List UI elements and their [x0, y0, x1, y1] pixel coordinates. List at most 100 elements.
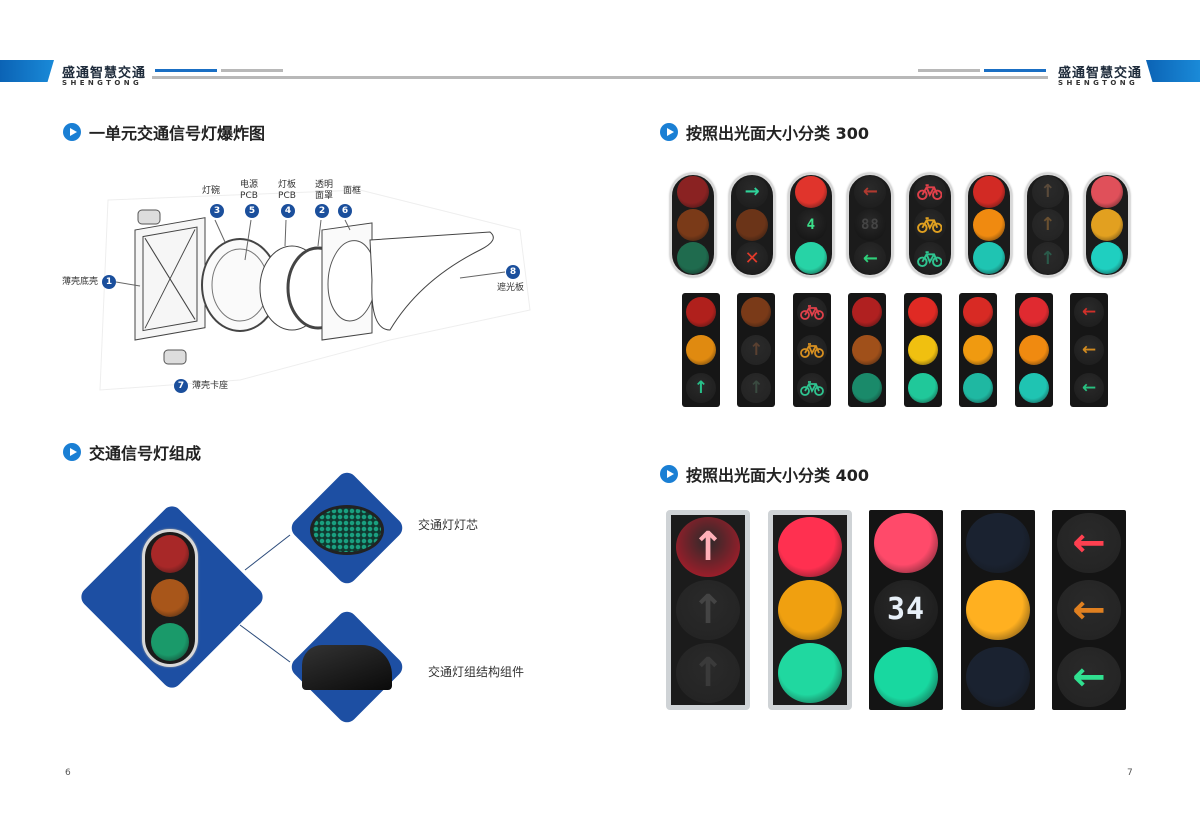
signal-lamp: [1018, 335, 1049, 365]
signal-lamp: [795, 242, 828, 275]
signal-lamp-symbol: ↑: [741, 335, 772, 365]
signal-lamp: [677, 175, 709, 208]
signal-lamp: [963, 335, 994, 365]
section-heading: 一单元交通信号灯爆炸图: [63, 120, 265, 144]
arrow-icon: ↑: [693, 378, 709, 398]
caption-structure: 交通灯组结构组件: [428, 665, 525, 679]
part-badge-4: 4: [281, 204, 295, 218]
signal-lamp: [1018, 297, 1049, 327]
signal-lamp-symbol: [796, 373, 827, 403]
arrow-icon: ↑: [749, 378, 764, 398]
signal-lamp: [151, 579, 189, 617]
signal-lamp: [972, 208, 1005, 241]
traffic-light: [965, 173, 1012, 277]
arrow-icon: ←: [1072, 586, 1106, 633]
arrow-icon: ↑: [1040, 247, 1056, 269]
signal-lamp-symbol: ↑: [686, 373, 716, 403]
signal-lamp-symbol: [796, 297, 827, 327]
part-label-3: 灯碗: [202, 186, 221, 196]
signal-lamp: [1090, 242, 1123, 275]
signal-lamp: [777, 516, 842, 577]
brand-logo-text: 盛通智慧交通: [1058, 66, 1143, 81]
signal-lamp-symbol: ↑: [741, 373, 772, 403]
signal-lamp-symbol: →: [736, 175, 769, 208]
brand-stripe: [0, 60, 54, 82]
arrow-icon: ↑: [691, 586, 725, 633]
decor-line: [984, 69, 1046, 72]
part-badge-5: 5: [245, 204, 259, 218]
part-badge-2: 2: [315, 204, 329, 218]
brand-logo-text: 盛通智慧交通: [62, 66, 147, 81]
brand-logo-en: SHENGTONG: [62, 79, 143, 87]
signal-lamp: [972, 242, 1005, 275]
signal-lamp-symbol: ↑: [1031, 242, 1064, 275]
part-label-8: 遮光板: [497, 283, 525, 293]
signal-lamp: [874, 646, 938, 707]
signal-lamp-symbol: ↑: [1031, 175, 1064, 208]
traffic-light: ↑↑↑: [666, 510, 750, 710]
bicycle-icon: [916, 250, 943, 267]
signal-lamp: [972, 175, 1005, 208]
signal-lamp-symbol: ←: [854, 175, 887, 208]
traffic-light: 34: [869, 510, 943, 710]
lights-row-400: ↑↑↑34←←←: [666, 510, 1126, 710]
signal-lamp-symbol: ←: [1073, 297, 1104, 327]
traffic-light: ↑: [682, 293, 720, 407]
lights-row-300-rounded: →✕4←88←↑↑↑: [670, 173, 1130, 277]
signal-lamp: [151, 535, 189, 573]
signal-lamp: [1090, 208, 1123, 241]
signal-lamp: [1090, 175, 1123, 208]
signal-lamp-symbol: ←: [854, 242, 887, 275]
section-title: 按照出光面大小分类 400: [686, 466, 869, 485]
traffic-light-assembly: [142, 529, 198, 667]
header-rule: [152, 76, 1048, 79]
traffic-light: [1014, 293, 1053, 407]
exploded-diagram: [99, 189, 531, 391]
signal-lamp-symbol: 88: [854, 208, 887, 241]
part-badge-6: 6: [338, 204, 352, 218]
part-label-5: 电源PCB: [239, 180, 258, 201]
arrow-icon: ←: [1072, 653, 1106, 700]
traffic-light: [792, 293, 831, 407]
decor-line: [918, 69, 980, 72]
section-title: 交通信号灯组成: [89, 444, 202, 463]
arrow-icon: ↑: [1040, 181, 1056, 203]
decor-line: [221, 69, 283, 72]
section-title: 按照出光面大小分类 300: [686, 124, 869, 143]
signal-lamp: [686, 335, 716, 365]
signal-lamp: [965, 579, 1030, 640]
traffic-light: ↑↑: [737, 293, 776, 407]
arrow-icon: ↑: [749, 340, 764, 360]
traffic-light: →✕: [729, 173, 776, 277]
countdown-display: 34: [886, 592, 926, 628]
arrow-icon: ←: [1081, 302, 1097, 322]
part-label-7: 薄壳卡座: [192, 381, 229, 391]
play-icon: [660, 123, 678, 141]
part-badge-3: 3: [210, 204, 224, 218]
signal-lamp: [795, 175, 828, 208]
signal-lamp-symbol: 34: [874, 579, 938, 640]
signal-lamp: [907, 297, 938, 327]
traffic-light: ←88←: [847, 173, 894, 277]
housing-structure-image: [302, 645, 392, 690]
signal-lamp: [677, 242, 709, 275]
signal-lamp: [777, 579, 842, 640]
page-number: 6: [65, 768, 71, 778]
section-title: 一单元交通信号灯爆炸图: [89, 124, 266, 143]
traffic-light: [848, 293, 887, 407]
signal-lamp-symbol: ←: [1057, 646, 1121, 707]
bicycle-icon: [916, 217, 943, 234]
section-heading: 按照出光面大小分类 300: [660, 120, 869, 144]
part-badge-7: 7: [174, 379, 188, 393]
arrow-icon: ←: [1072, 520, 1106, 567]
signal-lamp: [965, 513, 1030, 574]
part-label-4: 灯板PCB: [277, 180, 296, 201]
led-core-image: [310, 505, 384, 555]
section-heading: 交通信号灯组成: [63, 440, 201, 464]
traffic-light: [1083, 173, 1130, 277]
part-label-2: 透明面罩: [314, 180, 333, 201]
arrow-icon: →: [744, 181, 760, 203]
signal-lamp-symbol: ↑: [676, 643, 740, 704]
signal-lamp-symbol: ←: [1057, 579, 1121, 640]
signal-lamp-symbol: ←: [1073, 373, 1104, 403]
